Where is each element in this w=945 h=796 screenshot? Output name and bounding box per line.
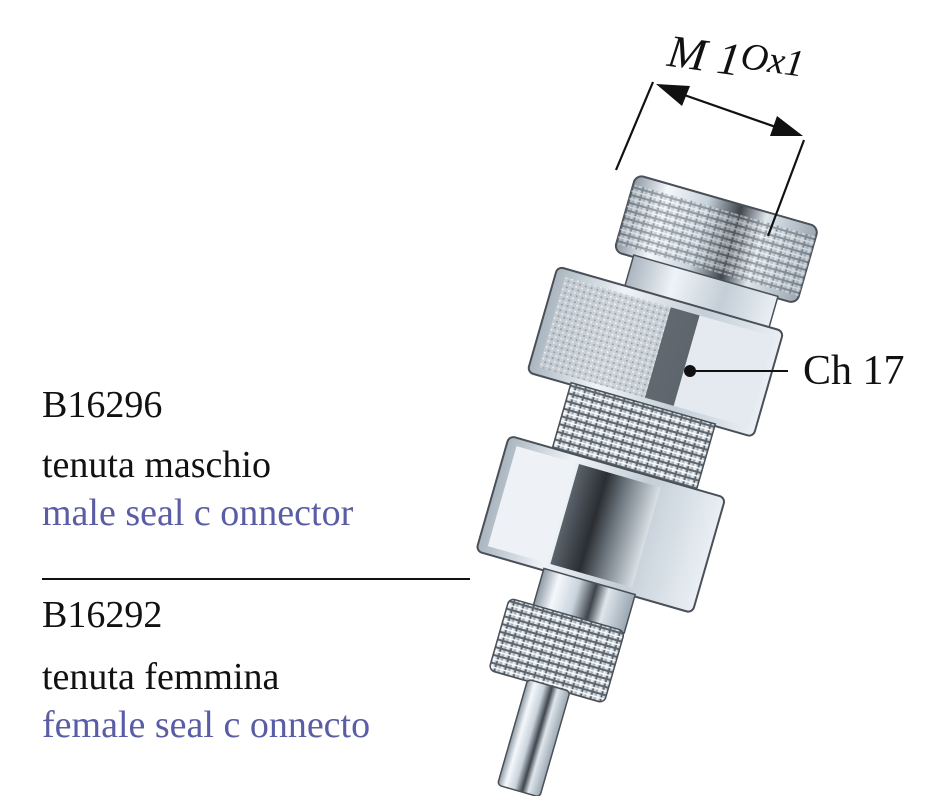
product-name-en-1: male seal c onnector [42, 492, 354, 534]
product-name-it-1: tenuta maschio [42, 444, 271, 486]
thread-dimension-prefix: M 1 [664, 24, 744, 86]
product-name-it-2: tenuta femmina [42, 656, 280, 698]
thread-dimension-superscript: Ox1 [738, 34, 807, 86]
product-name-en-2: female seal c onnecto [42, 706, 371, 744]
ch17-leader [684, 365, 788, 377]
tube [497, 679, 570, 796]
product-code-1: B16296 [42, 384, 163, 426]
thread-dimension [614, 81, 806, 237]
product-code-2: B16292 [42, 594, 163, 636]
extension-line-left [614, 81, 655, 171]
double-arrow-icon [669, 88, 791, 134]
wrench-size-label: Ch 17 [803, 348, 905, 394]
hex-nut-ch17 [527, 266, 784, 437]
connector-fitting-illustration [476, 175, 818, 796]
extension-line-right [766, 139, 806, 237]
